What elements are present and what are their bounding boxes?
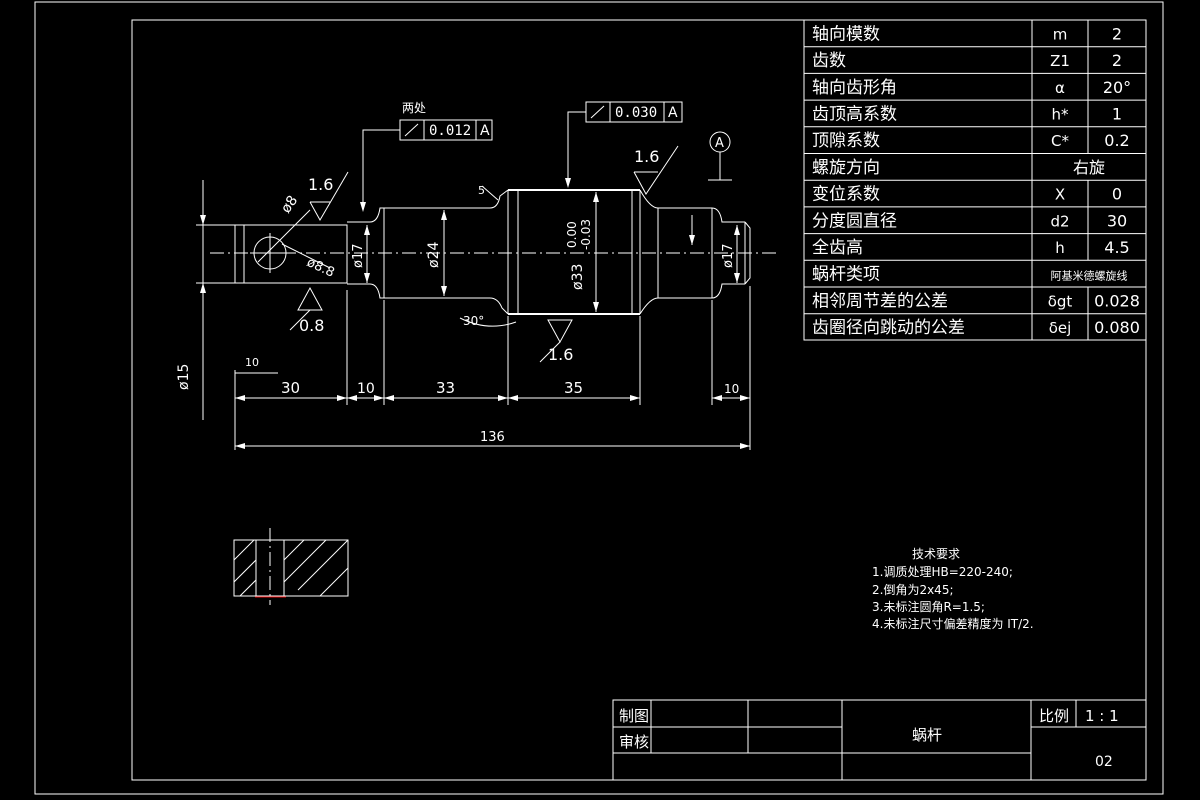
param-symbol: Z1: [1050, 52, 1070, 70]
param-value: 20°: [1103, 78, 1131, 97]
param-name: 螺旋方向: [812, 158, 880, 178]
dim-d24: ø24: [426, 242, 442, 268]
dim-d33-tol-upper: 0.00: [565, 221, 579, 248]
dim-d-hole2: ø8.8: [304, 255, 336, 281]
dim-len-30: 30: [281, 379, 300, 397]
roughness-2: 0.8: [299, 316, 324, 335]
param-value: 2: [1112, 24, 1122, 43]
tol-left-value: 0.012: [429, 123, 471, 139]
roughness-4: 1.6: [634, 147, 659, 166]
title-scale-label: 比例: [1039, 707, 1069, 725]
param-value: 4.5: [1104, 238, 1129, 257]
param-name: 分度圆直径: [812, 211, 897, 231]
dim-len-35: 35: [564, 379, 583, 397]
inner-frame: [131, 19, 1147, 781]
param-value: 1: [1112, 104, 1122, 123]
param-value: 阿基米德螺旋线: [1051, 269, 1128, 283]
param-name: 轴向齿形角: [812, 78, 897, 98]
param-name: 齿圈径向跳动的公差: [812, 318, 965, 338]
tol-right-datum: A: [668, 105, 678, 121]
outer-frame: [34, 1, 1164, 795]
worm-shaft-drawing: [196, 101, 780, 450]
dim-d17-right: ø17: [721, 244, 736, 269]
param-value: 右旋: [1073, 158, 1105, 177]
param-name: 顶隙系数: [812, 131, 880, 151]
param-name: 齿顶高系数: [812, 104, 897, 124]
param-value: 0.2: [1104, 131, 1129, 150]
dim-d17-left: ø17: [351, 244, 366, 269]
dim-d-outer-left: ø15: [176, 364, 192, 390]
param-value: 30: [1107, 211, 1127, 230]
title-drawing-no: 02: [1095, 754, 1113, 770]
param-symbol: α: [1055, 79, 1065, 97]
dim-len-136: 136: [480, 430, 505, 445]
param-name: 轴向模数: [812, 24, 880, 44]
param-symbol: δgt: [1048, 292, 1073, 310]
roughness-3: 1.6: [548, 345, 573, 364]
tech-req-item-2: 2.倒角为2x45;: [872, 583, 954, 597]
title-block: [612, 699, 1147, 781]
param-symbol: m: [1053, 25, 1068, 43]
param-value: 0.080: [1094, 318, 1140, 337]
dim-d33-tol-lower: -0.03: [579, 219, 593, 250]
param-symbol: δej: [1049, 319, 1072, 337]
dim-len-33: 33: [436, 379, 455, 397]
roughness-1: 1.6: [308, 175, 333, 194]
param-value: 2: [1112, 51, 1122, 70]
tech-req-item-3: 3.未标注圆角R=1.5;: [872, 599, 985, 614]
dim-chamfer: 5: [478, 184, 485, 197]
param-name: 蜗杆类项: [812, 265, 880, 285]
dim-len-10b: 10: [357, 381, 375, 397]
param-symbol: d2: [1050, 212, 1069, 230]
tol-left-datum: A: [480, 123, 490, 139]
title-drawn-label: 制图: [619, 707, 649, 725]
param-name: 齿数: [812, 51, 846, 71]
dim-len-10a: 10: [245, 356, 259, 369]
param-symbol: h: [1055, 239, 1065, 257]
param-symbol: X: [1055, 186, 1065, 204]
dim-angle: 30°: [463, 314, 484, 328]
param-name: 变位系数: [812, 185, 880, 205]
dim-len-10c: 10: [724, 382, 739, 396]
cross-section-view: [233, 528, 349, 605]
tol-note-label: 两处: [402, 101, 426, 115]
tech-req-title: 技术要求: [912, 547, 960, 561]
title-part-name: 蜗杆: [912, 726, 942, 744]
tech-req-item-1: 1.调质处理HB=220-240;: [872, 565, 1013, 579]
params-table: 轴向模数 m 2 齿数 Z1 2 轴向齿形角 α 20° 齿顶高系数 h* 1 顶隙系数 C* 0.2 螺旋方…: [803, 19, 1147, 341]
param-name: 相邻周节差的公差: [812, 291, 948, 311]
param-symbol: h*: [1051, 105, 1069, 123]
title-scale-value: 1 : 1: [1085, 707, 1119, 725]
title-checked-label: 审核: [619, 733, 649, 751]
param-value: 0: [1112, 185, 1122, 204]
dim-d-hole: ø8: [278, 193, 301, 216]
datum-a-marker: A: [715, 136, 724, 151]
tol-right-value: 0.030: [615, 105, 657, 121]
param-symbol: C*: [1051, 132, 1069, 150]
dim-d33: ø33: [570, 264, 586, 290]
param-value: 0.028: [1094, 291, 1140, 310]
tech-req-item-4: 4.未标注尺寸偏差精度为 IT/2.: [872, 616, 1034, 631]
param-name: 全齿高: [812, 238, 863, 258]
